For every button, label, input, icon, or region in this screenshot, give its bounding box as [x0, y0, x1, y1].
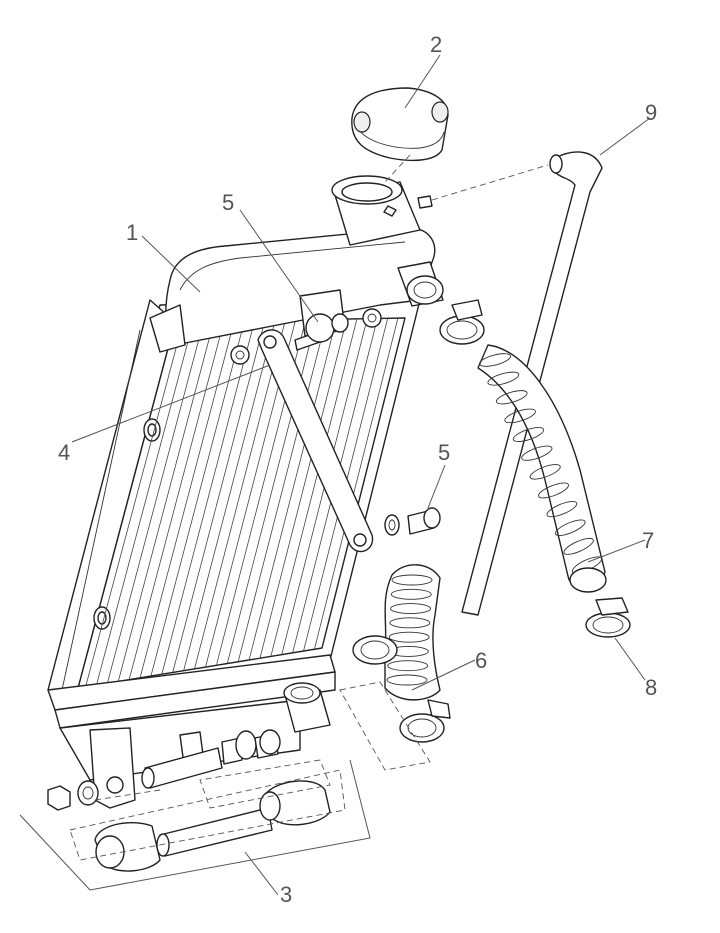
radiator-fin: [96, 321, 194, 686]
hose-rib: [504, 408, 536, 424]
hose-rib: [479, 353, 511, 367]
hose-rib: [390, 603, 432, 615]
radiator-fin: [106, 321, 204, 684]
callout-6: 6: [411, 648, 487, 691]
hose-rib: [487, 371, 520, 386]
callout-label-7: 7: [642, 528, 654, 553]
upper-hose: [477, 344, 607, 593]
radiator-fin: [259, 318, 348, 659]
hose-rib: [546, 501, 578, 518]
hose-rib: [386, 674, 428, 686]
callout-label-9: 9: [645, 100, 657, 125]
assembly-guide-lines: [19, 154, 549, 891]
hose-rib: [512, 427, 545, 442]
bolt-top: [294, 313, 349, 351]
callout-5-top: 5: [222, 190, 319, 323]
radiator-fin: [314, 318, 399, 649]
bolt-side: [384, 507, 441, 536]
callout-label-4: 4: [58, 440, 70, 465]
hose-rib: [495, 390, 528, 405]
lower-hose-ribs: [386, 574, 433, 686]
callout-3: 3: [244, 851, 292, 907]
callout-label-1: 1: [126, 220, 138, 245]
hose-rib: [538, 482, 570, 499]
callout-1: 1: [126, 220, 201, 293]
radiator-fin: [183, 320, 276, 671]
radiator-fin: [248, 319, 337, 660]
hose-rib: [529, 464, 561, 480]
callout-label-6: 6: [475, 648, 487, 673]
radiator-top-tank: [149, 175, 444, 365]
radiator-cap: [351, 87, 449, 162]
bushing-kit: [47, 729, 331, 872]
hose-clamp-top: [439, 299, 485, 345]
radiator-fin: [237, 319, 327, 662]
hose-rib: [390, 588, 432, 600]
radiator-core: [47, 299, 421, 809]
radiator-fin: [128, 321, 225, 680]
callout-5-side: 5: [427, 440, 450, 509]
callout-label-5b: 5: [438, 440, 450, 465]
hose-rib: [391, 574, 433, 586]
callout-label-5a: 5: [222, 190, 234, 215]
callout-7: 7: [587, 528, 654, 563]
callout-label-3: 3: [280, 882, 292, 907]
callout-9: 9: [599, 100, 657, 156]
radiator-fin: [150, 320, 245, 677]
radiator-fin: [85, 321, 184, 688]
lower-hose: [352, 564, 451, 743]
radiator-fin: [270, 318, 358, 657]
hose-clamp-bottom: [585, 597, 631, 638]
callout-2: 2: [404, 32, 442, 109]
hose-rib: [387, 660, 429, 672]
callout-4: 4: [58, 364, 271, 465]
radiator-fin: [172, 320, 266, 673]
callout-label-2: 2: [430, 32, 442, 57]
radiator-fin: [161, 320, 256, 675]
hose-rib: [388, 631, 430, 643]
hose-rib: [554, 519, 586, 536]
support-bracket: [257, 329, 374, 553]
callout-label-8: 8: [645, 675, 657, 700]
hose-rib: [563, 537, 594, 555]
hose-rib: [389, 617, 431, 629]
radiator-fin: [139, 320, 235, 679]
upper-hose-ribs: [479, 353, 603, 574]
radiator-fin: [194, 319, 286, 670]
radiator-fins: [85, 318, 399, 688]
callout-8: 8: [614, 637, 657, 700]
hose-rib: [521, 445, 553, 461]
radiator-fin: [117, 321, 215, 682]
